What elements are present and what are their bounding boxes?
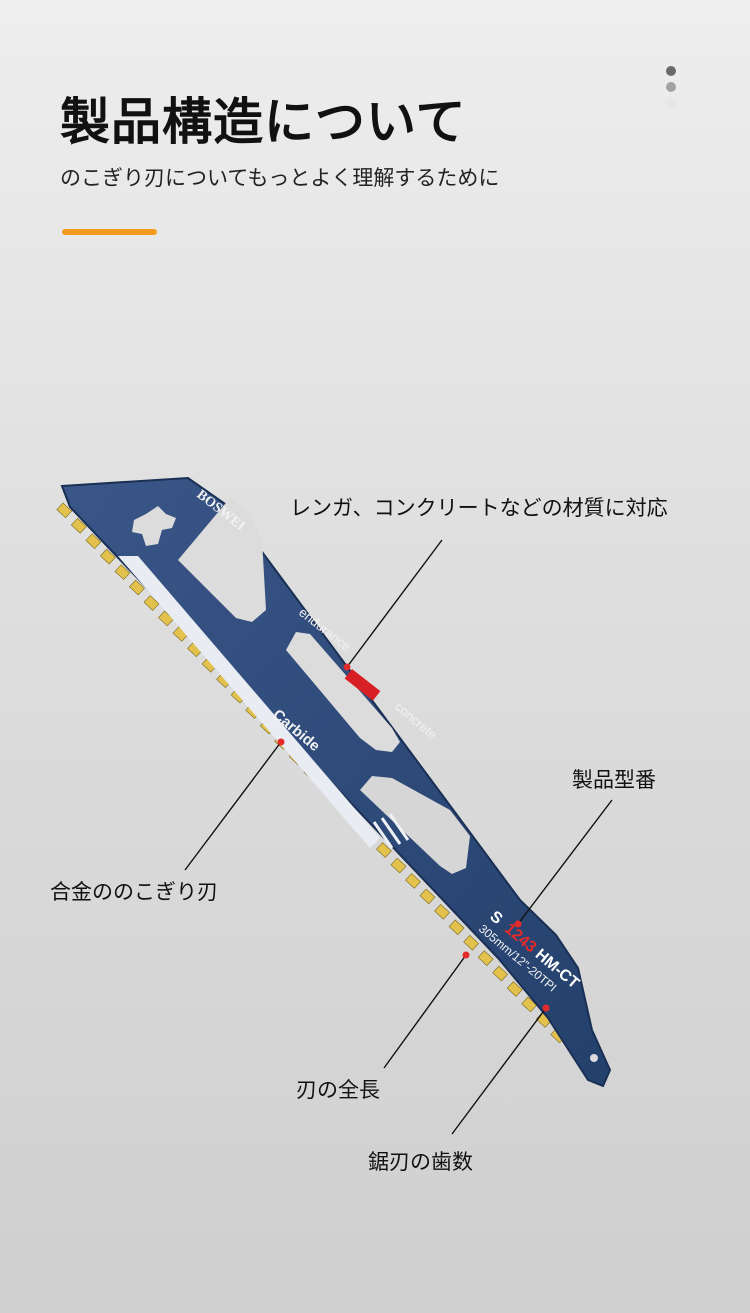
blade-tooth xyxy=(521,996,538,1013)
blade-tooth xyxy=(158,610,174,627)
marker-dot xyxy=(462,951,470,959)
blade-window xyxy=(178,498,266,622)
callout-model: 製品型番 xyxy=(572,768,656,792)
marker-dot xyxy=(277,738,285,746)
pagination-dot[interactable] xyxy=(666,82,676,92)
page-subtitle: のこぎり刃についてもっとよく理解するために xyxy=(60,166,500,190)
blade-tooth xyxy=(85,533,102,550)
blade-tooth xyxy=(56,502,73,519)
blade-window xyxy=(360,776,470,874)
blade-tooth xyxy=(419,888,436,905)
blade-tooth xyxy=(129,579,145,596)
marker-dot xyxy=(514,920,522,928)
pagination-dot[interactable] xyxy=(666,66,676,76)
pagination-dots xyxy=(666,66,678,114)
marker-dot xyxy=(542,1004,550,1012)
blade-tooth xyxy=(99,548,116,565)
blade-tooth xyxy=(463,934,479,951)
callout-teeth-count: 鋸刃の歯数 xyxy=(368,1150,473,1174)
tang-hole xyxy=(132,506,176,546)
carbide-strip xyxy=(118,556,380,848)
blade-window xyxy=(286,632,400,752)
blade-tooth xyxy=(70,517,87,534)
tip-hole xyxy=(590,1054,598,1062)
callout-length: 刃の全長 xyxy=(296,1078,380,1102)
callout-material: レンガ、コンクリートなどの材質に対応 xyxy=(290,496,668,520)
pagination-dot[interactable] xyxy=(666,98,676,108)
callout-line-teeth xyxy=(451,1007,547,1135)
blade-tooth xyxy=(114,564,131,580)
marker-dot xyxy=(343,663,351,671)
callout-alloy: 合金ののこぎり刃 xyxy=(50,880,218,904)
accent-bar xyxy=(62,229,157,235)
red-label-plate xyxy=(344,669,381,701)
blade-tooth xyxy=(506,981,523,997)
slash-marks xyxy=(372,813,410,849)
page-title: 製品構造について xyxy=(60,93,467,151)
blade-tooth xyxy=(492,965,509,982)
blade-tooth xyxy=(390,857,407,874)
blade-tooth xyxy=(143,595,160,611)
callout-line-length xyxy=(383,954,467,1069)
blade-tooth xyxy=(477,950,494,966)
callout-line-material xyxy=(346,539,443,668)
callout-line-model xyxy=(517,799,613,925)
callout-line-alloy xyxy=(184,741,282,871)
blade-tooth xyxy=(434,904,450,920)
blade-tooth xyxy=(376,842,392,858)
blade-tooth xyxy=(448,919,465,936)
blade-tooth xyxy=(405,873,421,889)
